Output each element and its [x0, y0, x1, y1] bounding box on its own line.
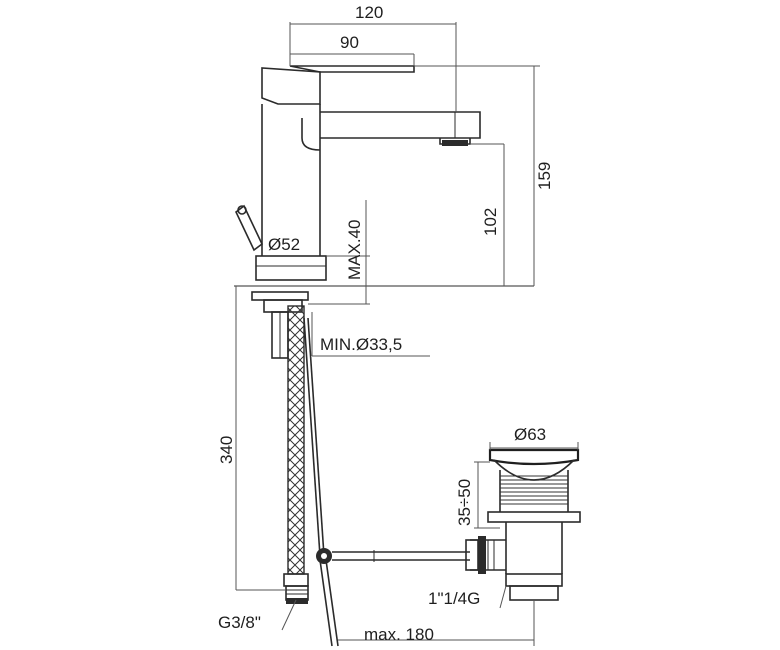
dim-waste-diameter: Ø63 [514, 425, 546, 444]
dim-rod-max: max. 180 [364, 625, 434, 644]
dim-waste-thread: 1"1/4G [428, 589, 480, 608]
dim-waste-height: 35÷50 [455, 479, 474, 526]
flexible-hose [283, 305, 309, 604]
dim-total-height: 159 [535, 162, 554, 190]
dim-min-hole-diameter: MIN.Ø33,5 [320, 335, 402, 354]
dimension-lines [235, 22, 579, 646]
dimension-labels: 120 90 159 102 Ø52 MAX.40 MIN.Ø33,5 340 … [217, 3, 554, 644]
dim-hose-length: 340 [217, 436, 236, 464]
dim-overall-width: 120 [355, 3, 383, 22]
popup-waste [465, 448, 581, 601]
faucet-body [234, 65, 534, 359]
dim-spout-reach: 90 [340, 33, 359, 52]
dim-hose-thread: G3/8" [218, 613, 261, 632]
dim-max-deck-thickness: MAX.40 [345, 220, 364, 280]
dim-base-diameter: Ø52 [268, 235, 300, 254]
dim-spout-height: 102 [481, 208, 500, 236]
popup-rod [303, 317, 470, 647]
